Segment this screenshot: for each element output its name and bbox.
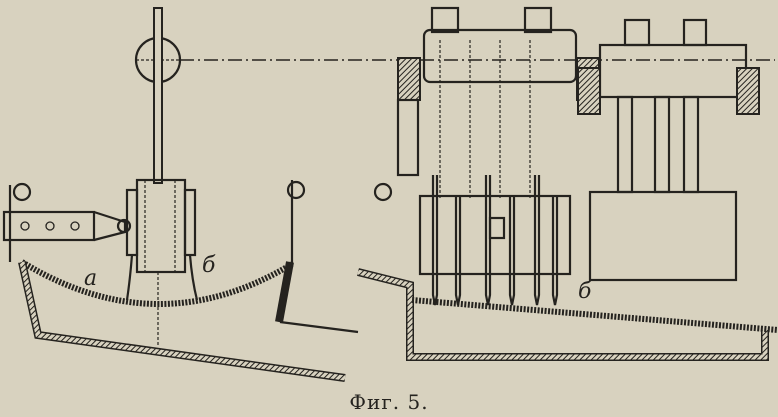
pivot-circle <box>12 182 32 202</box>
label-b-left: б <box>202 253 216 278</box>
needle-block <box>418 40 572 306</box>
clamp-block <box>135 178 187 274</box>
right-view: б <box>357 6 778 361</box>
figure-caption: Фиг. 5. <box>349 390 429 414</box>
pivot-circle <box>373 182 393 202</box>
left-view: а б <box>2 7 359 382</box>
roller-rear <box>598 43 748 99</box>
side-arm <box>2 210 96 242</box>
vertical-rod <box>153 7 163 184</box>
trough <box>18 261 346 382</box>
trough-right <box>357 268 769 361</box>
sieve-plate <box>411 297 778 333</box>
label-b-right: б <box>578 279 592 304</box>
sieve-basket <box>20 259 294 307</box>
label-a: а <box>84 266 97 291</box>
rear-block <box>588 190 738 282</box>
pivot-circle <box>286 180 306 200</box>
